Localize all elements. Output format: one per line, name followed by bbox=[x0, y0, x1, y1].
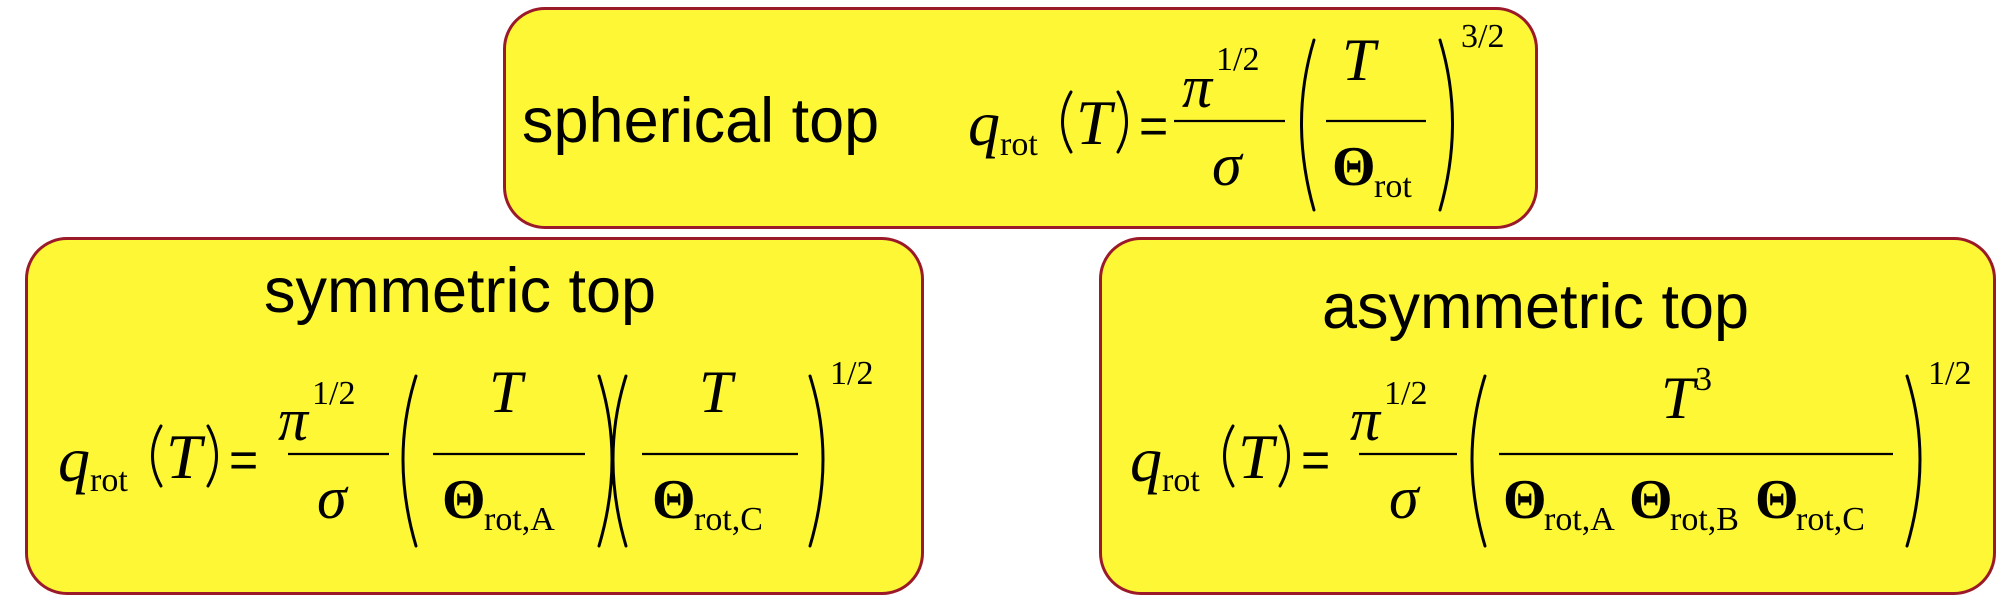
symmetric-top-equation: q rot T = π 1/2 σ T Θ rot,A T Θ rot,C 1/… bbox=[58, 355, 873, 548]
equals-sign: = bbox=[1301, 432, 1330, 488]
theta-symbol: Θ bbox=[1503, 469, 1547, 531]
pi-exponent: 1/2 bbox=[312, 375, 355, 412]
left-paren bbox=[1061, 90, 1073, 154]
outer-exponent: 1/2 bbox=[830, 355, 873, 392]
numerator-exponent: 3 bbox=[1695, 361, 1712, 398]
theta-subscript: rot bbox=[1374, 168, 1412, 205]
pi-exponent: 1/2 bbox=[1216, 41, 1259, 78]
pi-exponent: 1/2 bbox=[1384, 375, 1427, 412]
right-paren-large bbox=[808, 374, 825, 548]
outer-exponent: 3/2 bbox=[1461, 18, 1504, 55]
fraction-numerator: T bbox=[1342, 27, 1379, 93]
symmetric-top-box: symmetric top q rot T = π 1/2 σ T Θ rot,… bbox=[25, 237, 924, 595]
left-paren bbox=[1223, 424, 1235, 488]
q-symbol: q bbox=[1130, 424, 1162, 495]
right-paren-large bbox=[597, 374, 614, 548]
right-paren bbox=[1116, 90, 1128, 154]
left-paren-large bbox=[611, 374, 628, 548]
asymmetric-top-equation: q rot T = π 1/2 σ T 3 Θ rot,A Θ rot,B Θ … bbox=[1130, 355, 1971, 548]
right-paren bbox=[1278, 424, 1290, 488]
theta-subscript: rot,A bbox=[484, 501, 555, 538]
temperature-symbol: T bbox=[166, 421, 206, 492]
left-paren bbox=[151, 424, 163, 488]
fraction-numerator: T bbox=[1661, 365, 1698, 431]
theta-symbol: Θ bbox=[1332, 136, 1376, 198]
q-subscript: rot bbox=[1162, 462, 1200, 499]
pi-symbol: π bbox=[1182, 54, 1214, 120]
equals-sign: = bbox=[1139, 98, 1168, 154]
sigma-symbol: σ bbox=[317, 465, 349, 531]
asymmetric-top-box: asymmetric top q rot T = π 1/2 σ T 3 Θ r… bbox=[1099, 237, 1996, 595]
q-symbol: q bbox=[968, 88, 1000, 159]
theta-subscript: rot,B bbox=[1670, 501, 1739, 538]
right-paren-large bbox=[1905, 374, 1922, 548]
asymmetric-top-title: asymmetric top bbox=[1322, 272, 1750, 342]
temperature-symbol: T bbox=[1076, 87, 1116, 158]
sigma-symbol: σ bbox=[1389, 465, 1421, 531]
fraction-1-numerator: T bbox=[489, 359, 526, 425]
spherical-top-equation: q rot T = π 1/2 σ T Θ rot 3/2 bbox=[968, 18, 1504, 212]
left-paren-large bbox=[1300, 38, 1316, 212]
theta-subscript: rot,C bbox=[694, 501, 763, 538]
q-subscript: rot bbox=[90, 462, 128, 499]
fraction-2-numerator: T bbox=[699, 359, 736, 425]
spherical-top-box: spherical top q rot T = π 1/2 σ T Θ rot … bbox=[503, 7, 1538, 229]
sigma-symbol: σ bbox=[1212, 132, 1244, 198]
equals-sign: = bbox=[229, 432, 258, 488]
spherical-top-title: spherical top bbox=[522, 86, 880, 156]
theta-symbol: Θ bbox=[1629, 469, 1673, 531]
symmetric-top-title: symmetric top bbox=[264, 256, 657, 326]
theta-subscript: rot,C bbox=[1796, 501, 1865, 538]
q-symbol: q bbox=[58, 424, 90, 495]
theta-symbol: Θ bbox=[442, 469, 486, 531]
theta-symbol: Θ bbox=[652, 469, 696, 531]
pi-symbol: π bbox=[1350, 387, 1382, 453]
theta-subscript: rot,A bbox=[1544, 501, 1615, 538]
outer-exponent: 1/2 bbox=[1928, 355, 1971, 392]
temperature-symbol: T bbox=[1238, 421, 1278, 492]
right-paren-large bbox=[1438, 38, 1454, 212]
right-paren bbox=[206, 424, 218, 488]
theta-symbol: Θ bbox=[1755, 469, 1799, 531]
left-paren-large bbox=[401, 374, 418, 548]
pi-symbol: π bbox=[278, 387, 310, 453]
q-subscript: rot bbox=[1000, 126, 1038, 163]
left-paren-large bbox=[1470, 374, 1487, 548]
